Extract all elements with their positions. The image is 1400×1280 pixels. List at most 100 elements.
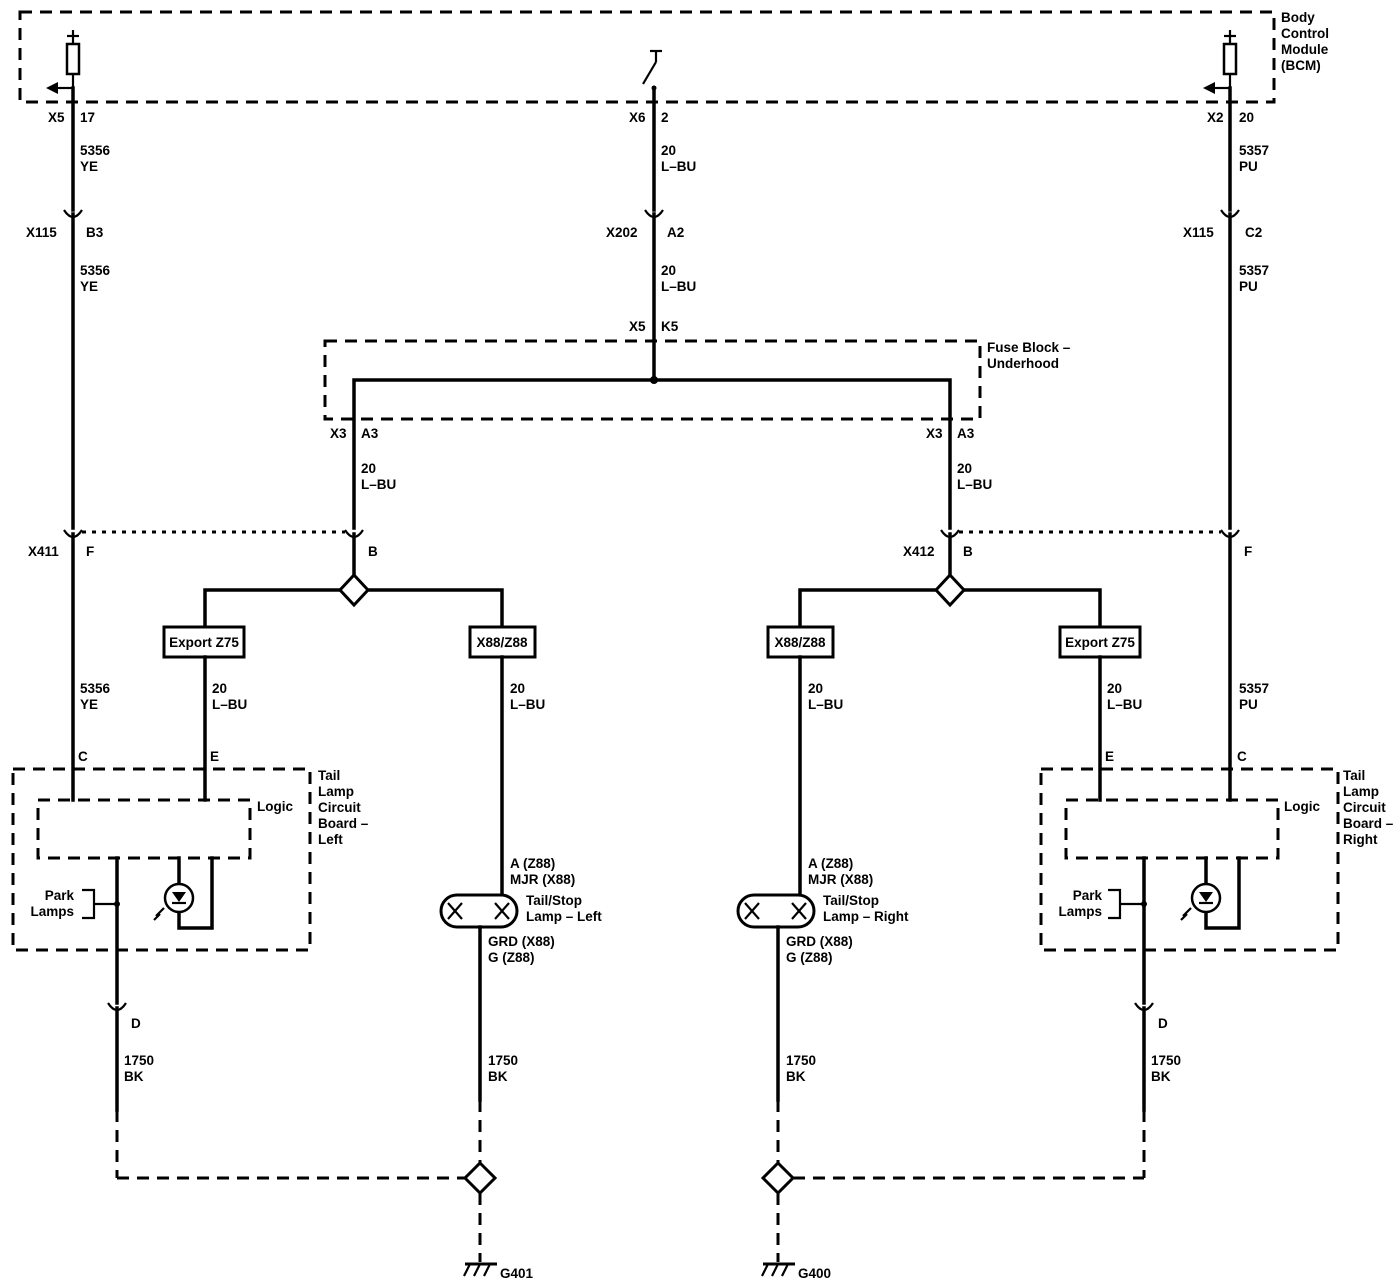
tail-right-label-2: Lamp — [1343, 784, 1379, 799]
tail-board-left-box — [11, 767, 312, 952]
wire-bu-color-3: L–BU — [361, 477, 396, 492]
lamp-left-bottom-pin-1: GRD (X88) — [488, 934, 555, 949]
lamp-right-name-1: Tail/Stop — [823, 893, 879, 908]
wire-bu-circuit-3: 20 — [361, 461, 376, 476]
x115-left-pin: B3 — [86, 225, 104, 240]
fuse-in-pin: K5 — [661, 319, 679, 334]
bcm-center-pin: 2 — [661, 110, 669, 125]
ground-splice-right-icon — [760, 1160, 796, 1196]
wire-bu-circuit-2: 20 — [661, 263, 676, 278]
option-x88-right-box — [766, 625, 835, 659]
park-lamps-right-1: Park — [1073, 888, 1103, 903]
fuse-in-connector: X5 — [629, 319, 646, 334]
right-pin-c: C — [1237, 749, 1247, 764]
wire-pu-color-2: PU — [1239, 279, 1258, 294]
wire-bu-left-x88 — [366, 588, 504, 629]
lamp-left-name-1: Tail/Stop — [526, 893, 582, 908]
ground-right-label: G400 — [798, 1266, 831, 1280]
bcm-left-connector: X5 — [48, 110, 65, 125]
lamp-right-top-pin-2: MJR (X88) — [808, 872, 873, 887]
wire-bu-circuit-4: 20 — [957, 461, 972, 476]
splice-dot — [650, 376, 658, 384]
right-pin-e: E — [1105, 749, 1114, 764]
fuse-out-left-pin: A3 — [361, 426, 379, 441]
x115-right-connector: X115 — [1183, 225, 1214, 240]
logic-right-label: Logic — [1284, 799, 1320, 814]
wire-pu-circuit-3: 5357 — [1239, 681, 1269, 696]
wire-bu-left-export — [203, 588, 342, 629]
tail-stop-lamp-right-icon — [736, 893, 816, 929]
option-export-right-box — [1058, 625, 1142, 659]
wire-bk-color-1: BK — [124, 1069, 144, 1084]
fuse-out-left-connector: X3 — [330, 426, 347, 441]
lamp-right-top-pin-1: A (Z88) — [808, 856, 853, 871]
tail-stop-lamp-left-icon — [439, 893, 519, 929]
bcm-left-output-icon — [46, 30, 81, 94]
wire-ye-color-3: YE — [80, 697, 98, 712]
x115-right-pin: C2 — [1245, 225, 1262, 240]
tail-left-label-3: Circuit — [318, 800, 361, 815]
option-x88-left: X88/Z88 — [476, 635, 528, 650]
logic-right-box — [1064, 798, 1280, 860]
bcm-right-pin: 20 — [1239, 110, 1254, 125]
tail-left-label-5: Left — [318, 832, 343, 847]
bcm-left-pin: 17 — [80, 110, 95, 125]
tail-right-label-5: Right — [1343, 832, 1378, 847]
option-splice-right-icon — [933, 572, 967, 608]
tail-left-label-4: Board – — [318, 816, 369, 831]
wire-bk-circuit-2: 1750 — [488, 1053, 518, 1068]
wire-bu-right-export — [962, 588, 1102, 629]
lamp-left-top-pin-2: MJR (X88) — [510, 872, 575, 887]
park-lamps-left-bracket-icon — [82, 888, 120, 920]
wire-bk-circuit-4: 1750 — [786, 1053, 816, 1068]
park-lamps-left-1: Park — [45, 888, 75, 903]
park-lamps-left-2: Lamps — [30, 904, 74, 919]
wire-bu-color-7: L–BU — [1107, 697, 1142, 712]
wire-bu-circuit-1: 20 — [661, 143, 676, 158]
lamp-left-name-2: Lamp – Left — [526, 909, 602, 924]
tail-board-right-box — [1039, 767, 1340, 952]
bcm-label-2: Control — [1281, 26, 1329, 41]
x412-connector: X412 — [903, 544, 935, 559]
x412-pin-f: F — [1244, 544, 1252, 559]
ground-g400-icon — [761, 1262, 795, 1277]
park-lamp-left-led-icon — [153, 856, 214, 930]
wire-pu-color-3: PU — [1239, 697, 1258, 712]
wire-bu-color-4: L–BU — [957, 477, 992, 492]
tail-right-label-3: Circuit — [1343, 800, 1386, 815]
wire-bk-color-3: BK — [1151, 1069, 1171, 1084]
logic-left-label: Logic — [257, 799, 293, 814]
bcm-label-4: (BCM) — [1281, 58, 1321, 73]
wire-bk-circuit-3: 1750 — [1151, 1053, 1181, 1068]
lamp-left-bottom-pin-2: G (Z88) — [488, 950, 535, 965]
wire-bu-circuit-6: 20 — [510, 681, 525, 696]
logic-left-box — [36, 798, 252, 860]
bcm-label-3: Module — [1281, 42, 1329, 57]
ground-g401-icon — [463, 1262, 497, 1277]
wire-bu-color-8: L–BU — [808, 697, 843, 712]
wire-bu-color-1: L–BU — [661, 159, 696, 174]
wire-bu-color-5: L–BU — [212, 697, 247, 712]
wire-pu-circuit-1: 5357 — [1239, 143, 1269, 158]
wire-bu-color-2: L–BU — [661, 279, 696, 294]
wire-bu-circuit-7: 20 — [1107, 681, 1122, 696]
wire-bu-circuit-5: 20 — [212, 681, 227, 696]
tail-right-label-4: Board – — [1343, 816, 1394, 831]
left-pin-e: E — [210, 749, 219, 764]
wire-bu-circuit-8: 20 — [808, 681, 823, 696]
bcm-right-output-icon — [1203, 30, 1238, 94]
wire-ye-color-2: YE — [80, 279, 98, 294]
wire-bk-color-4: BK — [786, 1069, 806, 1084]
fuse-block-label-1: Fuse Block – — [987, 340, 1071, 355]
x411-pin-f: F — [86, 544, 94, 559]
fuse-block-bus — [352, 378, 952, 530]
lamp-right-bottom-pin-2: G (Z88) — [786, 950, 833, 965]
x202-pin: A2 — [667, 225, 684, 240]
x115-left-connector: X115 — [26, 225, 57, 240]
fuse-out-right-pin: A3 — [957, 426, 975, 441]
lamp-right-name-2: Lamp – Right — [823, 909, 909, 924]
park-lamp-right-led-icon — [1180, 856, 1241, 930]
bcm-center-connector: X6 — [629, 110, 646, 125]
tail-right-label-1: Tail — [1343, 768, 1365, 783]
